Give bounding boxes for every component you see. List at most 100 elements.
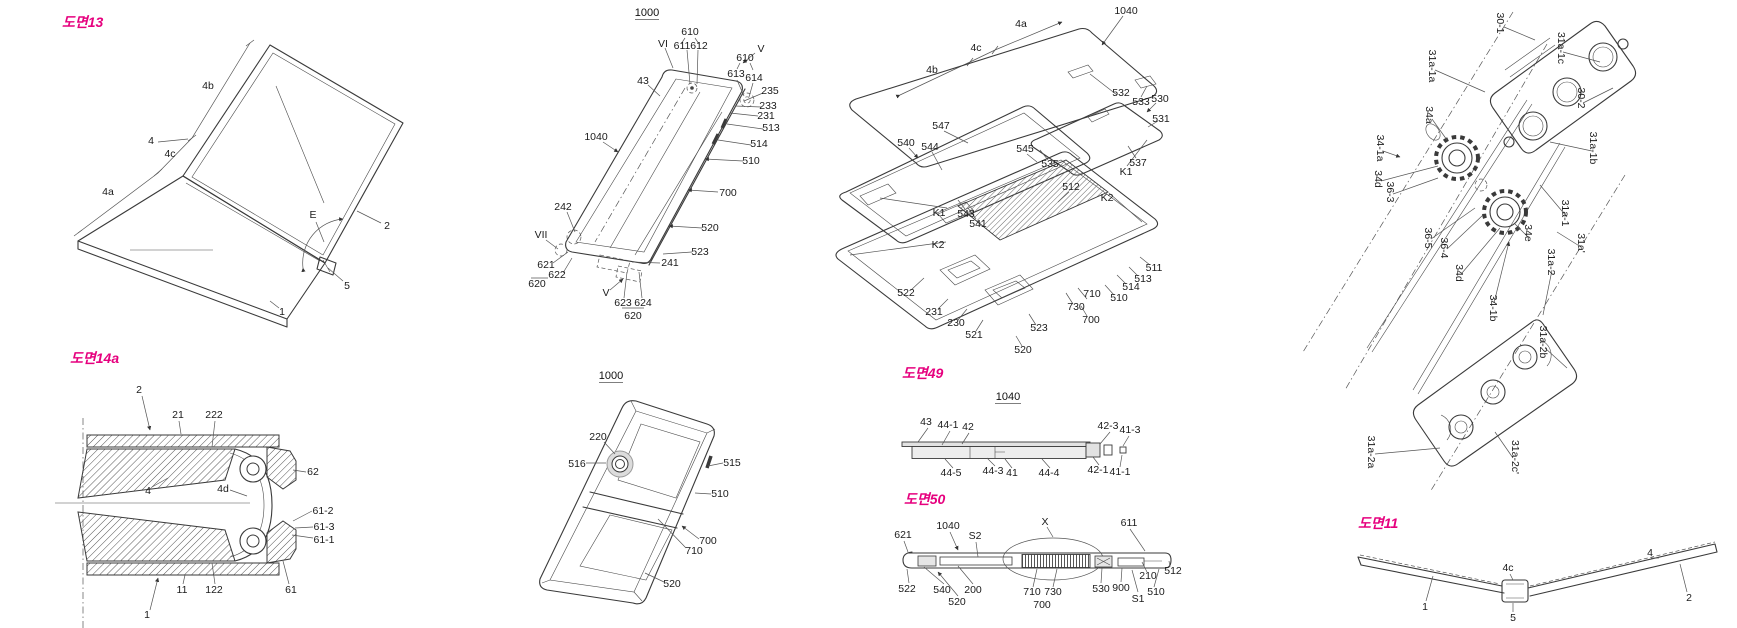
part-label: 11 (177, 584, 188, 596)
fig14a-drawing (55, 395, 314, 628)
part-label: 1040 (584, 131, 608, 143)
part-label: 4a (1015, 18, 1027, 30)
part-label: 44-5 (940, 467, 961, 479)
gears-labels: 30-1 31a-1a 34a 34-1a 34d 36-3 36-5 36-4… (1365, 12, 1599, 474)
figure-title: 도면49 (902, 365, 944, 381)
part-label: 523 (1030, 322, 1048, 334)
fig11-labels: 1 4c 5 4 2 (1422, 547, 1692, 624)
part-label: 523 (691, 246, 709, 258)
panel-fig49: 도면49 1040 43 44-1 42 42-3 41-3 44-5 44-3… (901, 365, 1141, 479)
part-label: 4 (145, 485, 151, 497)
part-label: 21 (172, 409, 184, 421)
panel-fig14a: 도면14a 2 21 222 62 4 4d 61-2 (55, 350, 335, 628)
part-label: 520 (1014, 344, 1032, 356)
part-label: 34d (1453, 264, 1465, 282)
part-label: 544 (921, 141, 939, 153)
part-label: 520 (948, 596, 966, 608)
part-label: 41-1 (1109, 466, 1130, 478)
part-label: V (757, 43, 764, 55)
part-label: 222 (205, 409, 223, 421)
part-label: 1 (1422, 601, 1428, 613)
part-label: 1040 (1114, 5, 1138, 17)
figure-title: 도면50 (904, 491, 946, 507)
part-label: 31a-2a (1365, 436, 1377, 469)
part-label: 34a (1423, 106, 1435, 124)
fig13-drawing (73, 39, 404, 328)
phone-back-drawing (539, 400, 724, 605)
part-label: 31a-1a (1426, 50, 1438, 83)
phone-front-drawing (531, 37, 764, 309)
part-label: K1 (933, 207, 946, 219)
part-label: K1 (1120, 166, 1133, 178)
part-label: 511 (1146, 262, 1163, 274)
part-label: 4a (102, 186, 114, 198)
part-label: 613 (727, 68, 745, 80)
part-label: 122 (205, 584, 223, 596)
part-label: 200 (964, 584, 982, 596)
part-label: 545 (1016, 143, 1034, 155)
phone-front-labels: VI 610 611 612 V 610 613 614 235 233 231… (528, 26, 780, 322)
part-label: 4 (148, 135, 154, 147)
part-label: 1040 (936, 520, 960, 532)
part-label: 515 (723, 457, 741, 469)
part-label: 231 (925, 306, 943, 318)
part-label: 4b (202, 80, 214, 92)
part-label: 510 (1110, 292, 1128, 304)
panel-fig50: 도면50 621 1040 S2 X 611 522 540 200 520 7… (894, 491, 1182, 611)
part-label: 623 (614, 297, 632, 309)
part-label: 43 (637, 75, 649, 87)
figure-title: 도면11 (1358, 515, 1399, 531)
part-label: 513 (1134, 273, 1152, 285)
fig49-drawing (901, 427, 1130, 469)
part-label: V (602, 287, 609, 299)
fig50-labels: 621 1040 S2 X 611 522 540 200 520 710 73… (894, 516, 1182, 611)
fig49-labels: 43 44-1 42 42-3 41-3 44-5 44-3 41 44-4 4… (920, 416, 1141, 479)
part-label: S2 (969, 530, 982, 542)
part-label: 700 (1033, 599, 1051, 611)
part-label: 522 (898, 583, 916, 595)
gears-drawing (1302, 11, 1637, 493)
part-label: 522 (897, 287, 915, 299)
part-label: 42 (962, 421, 974, 433)
part-label: K2 (932, 239, 945, 251)
part-label: 42-1 (1087, 464, 1108, 476)
part-label: 31a-1 (1559, 200, 1571, 227)
part-label: 44-1 (937, 419, 958, 431)
part-label: 730 (1044, 586, 1062, 598)
fig50-drawing (902, 526, 1172, 597)
part-label: 1 (144, 609, 150, 621)
figure-ref: 1000 (635, 7, 659, 19)
part-label: 4b (926, 64, 938, 76)
part-label: 700 (699, 535, 717, 547)
part-label: 41 (1006, 467, 1018, 479)
part-label: 624 (634, 297, 652, 309)
part-label: 611 (674, 40, 691, 52)
part-label: 531 (1152, 113, 1170, 125)
fig11-drawing (1357, 541, 1718, 612)
part-label: 61-2 (312, 505, 333, 517)
part-label: VI (658, 38, 668, 50)
part-label: 512 (1164, 565, 1182, 577)
part-label: 513 (762, 122, 780, 134)
part-label: 36-5 (1422, 227, 1434, 248)
part-label: 62 (307, 466, 319, 478)
panel-fig11: 도면11 1 4c 5 4 2 (1357, 515, 1718, 624)
part-label: 34d (1372, 170, 1384, 188)
part-label: 31a-2b (1537, 326, 1549, 359)
part-label: 512 (1062, 181, 1080, 193)
part-label: 31a-2 (1545, 249, 1557, 276)
part-label: 622 (548, 269, 566, 281)
exploded-labels: 1040 4a 4c 4b 547 540 544 545 532 533 53… (897, 5, 1170, 356)
part-label: 31a-1c (1555, 32, 1567, 64)
part-label: 510 (1147, 586, 1165, 598)
panel-fig13: 도면13 4b 4 4c 4a E 2 5 1 (62, 14, 404, 328)
part-label: 520 (701, 222, 719, 234)
part-label: 44-3 (982, 465, 1003, 477)
panel-exploded: 1040 4a 4c 4b 547 540 544 545 532 533 53… (835, 5, 1170, 356)
part-label: 61 (285, 584, 297, 596)
part-label: 41-3 (1119, 424, 1140, 436)
part-label: 516 (568, 458, 586, 470)
part-label: 514 (1122, 281, 1140, 293)
part-label: 34e (1522, 224, 1534, 242)
